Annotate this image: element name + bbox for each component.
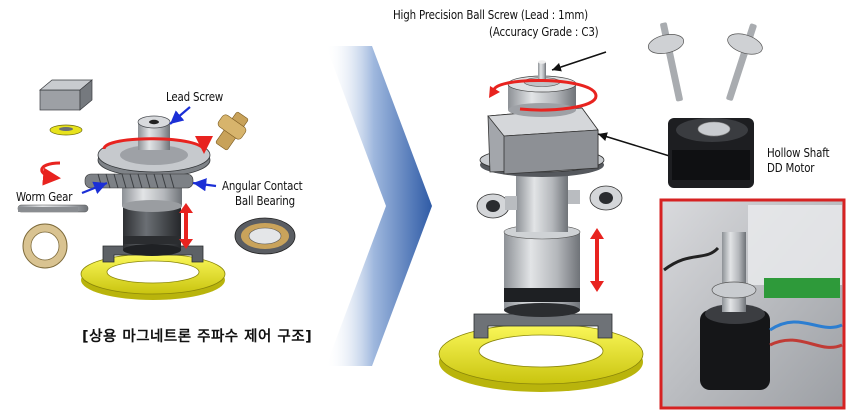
setup-photo [659, 198, 846, 410]
dd-motor-photo [668, 118, 754, 188]
center-assembly [438, 51, 677, 392]
left-assembly [17, 79, 296, 300]
ball-screw-label-1: High Precision Ball Screw (Lead : 1mm) [393, 7, 589, 22]
ball-screw-label-2: (Accuracy Grade : C3) [489, 24, 599, 39]
process-chevron [326, 46, 432, 366]
worm-gear-label: Worm Gear [16, 189, 73, 204]
ball-screw-photo [627, 18, 779, 110]
angular-contact-label-2: Ball Bearing [235, 193, 295, 208]
hollow-shaft-label-2: DD Motor [767, 160, 815, 175]
hollow-shaft-label-1: Hollow Shaft [767, 145, 830, 160]
lead-screw-label: Lead Screw [166, 89, 224, 104]
angular-contact-label-1: Angular Contact [222, 178, 303, 193]
figure-caption: [상용 마그네트론 주파수 제어 구조] [82, 329, 313, 345]
